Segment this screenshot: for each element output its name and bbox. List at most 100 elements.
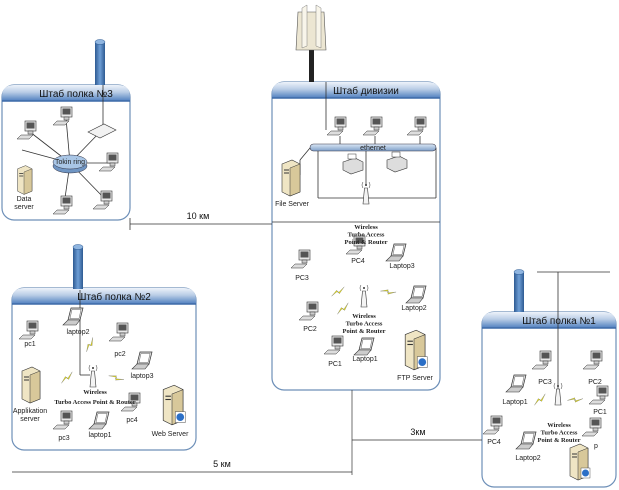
- wireless-router-icon: [361, 181, 371, 205]
- pc-icon: [326, 116, 347, 136]
- access-point-label: Wireless: [547, 422, 571, 429]
- antenna-mast-icon: [94, 39, 106, 85]
- pc-icon: [323, 335, 344, 355]
- laptop-label: laptop3: [131, 373, 154, 380]
- laptop-label: Laptop3: [389, 263, 414, 270]
- access-point-label: Wireless: [83, 389, 107, 396]
- pc-icon: [531, 350, 552, 370]
- panel-header: [272, 82, 440, 98]
- wireless-signal-icon: [337, 302, 349, 315]
- access-point-label: Point & Router: [345, 239, 388, 246]
- wireless-router-icon: [359, 284, 369, 308]
- server-icon: [404, 329, 428, 371]
- wireless-signal-icon: [534, 393, 546, 406]
- ethernet-label: ethernet: [360, 145, 386, 152]
- pc-icon: [362, 116, 383, 136]
- pc-icon: [18, 320, 39, 340]
- pc-label: PC4: [487, 439, 501, 446]
- panel-title: Штаб полка №1: [522, 315, 596, 327]
- pc-icon: [52, 106, 73, 126]
- wireless-router-icon: [553, 382, 563, 406]
- division-antenna-tower-icon: [295, 4, 327, 82]
- data-server-label: server: [14, 204, 34, 211]
- pc-icon: [98, 152, 119, 172]
- pc-icon: [588, 385, 609, 405]
- wireless-router-icon: [88, 364, 98, 388]
- distance-label-10km: 10 км: [187, 211, 210, 221]
- pc-icon: [482, 415, 503, 435]
- file-server-label: File Server: [275, 201, 310, 208]
- access-point-label: Turbo Access: [346, 321, 383, 328]
- pc-label: PC2: [303, 326, 317, 333]
- server-icon: [162, 384, 186, 426]
- laptop-icon: [353, 337, 375, 356]
- printer-icon: [342, 153, 364, 175]
- wireless-signal-icon: [108, 375, 124, 381]
- panel-header: [12, 288, 196, 304]
- pc-icon: [298, 301, 319, 321]
- wireless-signal-icon: [86, 337, 93, 352]
- pc-label: pc4: [126, 417, 137, 424]
- laptop-icon: [385, 243, 407, 262]
- server-icon: [569, 443, 591, 481]
- laptop-icon: [515, 431, 537, 450]
- pc-icon: [582, 350, 603, 370]
- token-ring-icon: [52, 154, 88, 174]
- pc-label: pc3: [58, 435, 69, 442]
- panel-header: [482, 312, 616, 328]
- wireless-signal-icon: [61, 371, 73, 384]
- ethernet-bus-icon: [309, 143, 437, 152]
- laptop-icon: [505, 374, 527, 393]
- pc-icon: [120, 392, 141, 412]
- connection-line: [299, 147, 311, 161]
- distance-label-5km: 5 км: [213, 459, 231, 469]
- access-point-label: Point & Router: [538, 437, 581, 444]
- access-point-label: Turbo Access: [541, 430, 578, 437]
- access-point-label: Wireless: [354, 224, 378, 231]
- server-icon: [17, 165, 33, 195]
- pc-label: PC1: [328, 361, 342, 368]
- pc-label: PC3: [538, 379, 552, 386]
- pc-icon: [16, 120, 37, 140]
- printer-icon: [386, 151, 408, 173]
- pc-label: pc2: [114, 351, 125, 358]
- pc-label: p: [594, 443, 598, 450]
- panel-title: Штаб полка №3: [39, 88, 113, 100]
- pc-icon: [52, 195, 73, 215]
- app-server-label: server: [20, 416, 40, 423]
- panel-title: Штаб полка №2: [77, 291, 151, 303]
- pc-icon: [92, 190, 113, 210]
- wireless-signal-icon: [331, 286, 345, 297]
- laptop-icon: [88, 411, 110, 430]
- panel-regiment-1: [481, 311, 617, 488]
- server-icon: [21, 366, 41, 404]
- laptop-icon: [405, 285, 427, 304]
- pc-label: PC2: [588, 379, 602, 386]
- laptop-icon: [62, 307, 84, 326]
- wireless-signal-icon: [380, 289, 397, 295]
- app-server-label: Applikation: [13, 408, 47, 415]
- panel-title: Штаб дивизии: [333, 85, 399, 97]
- access-point-label: Wireless: [352, 313, 376, 320]
- pc-icon: [52, 410, 73, 430]
- distance-label-3km: 3км: [410, 427, 425, 437]
- access-point-label: Turbo Access Point & Router: [54, 399, 135, 406]
- token-ring-label: Tokin ring: [55, 159, 85, 166]
- laptop-icon: [131, 351, 153, 370]
- wireless-signal-icon: [567, 397, 584, 403]
- pc-icon: [290, 249, 311, 269]
- pc-icon: [581, 417, 602, 437]
- pc-label: PC4: [351, 258, 365, 265]
- laptop-label: Laptop2: [515, 455, 540, 462]
- panel-regiment-2: [11, 287, 197, 451]
- pc-icon: [108, 322, 129, 342]
- pc-label: PC3: [295, 275, 309, 282]
- panel-regiment-3: [1, 84, 131, 221]
- ftp-server-label: FTP Server: [397, 375, 433, 382]
- laptop-label: laptop2: [67, 329, 90, 336]
- access-point-label: Turbo Access: [348, 232, 385, 239]
- laptop-label: Laptop1: [352, 356, 377, 363]
- panel-header: [2, 85, 130, 101]
